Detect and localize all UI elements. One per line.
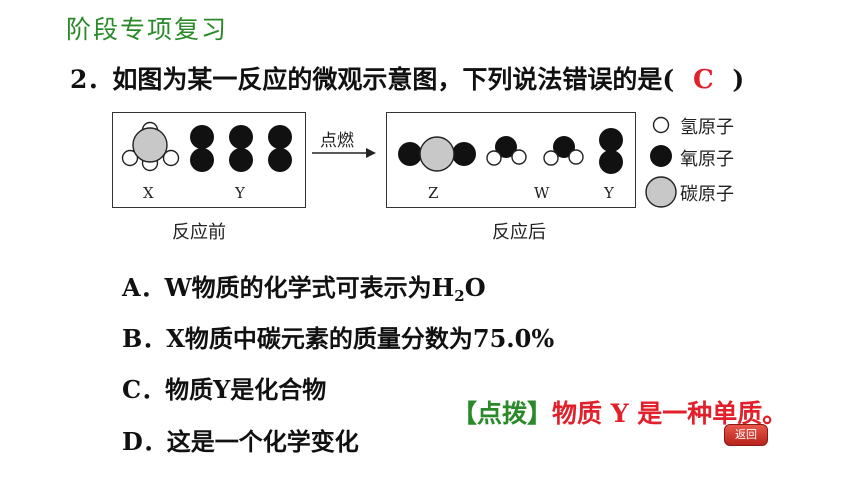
oxygen-atom (495, 136, 517, 158)
label-x: X (143, 184, 154, 202)
option-a-text: A．W物质的化学式可表示为H (122, 273, 455, 302)
hydrogen-atom (121, 149, 139, 167)
molecule-y-before-1 (190, 125, 214, 172)
legend-carbon-label: 碳原子 (680, 184, 734, 205)
arrow-label: 点燃 (320, 131, 354, 151)
option-a-subscript: 2 (454, 287, 465, 305)
hydrogen-atom (511, 149, 527, 165)
option-a-suffix: O (464, 273, 486, 302)
label-y-before: Y (235, 184, 245, 202)
legend-hydrogen-icon (652, 116, 670, 134)
option-c: C．物质Y是化合物 (122, 375, 327, 404)
hydrogen-atom (543, 150, 559, 166)
hint: 【点拨】物质 Y 是一种单质。 (452, 394, 787, 430)
label-z: Z (428, 184, 439, 202)
legend-hydrogen-label: 氢原子 (680, 117, 734, 138)
molecule-w-2 (543, 136, 584, 166)
oxygen-atom (190, 125, 214, 149)
answer-letter: C (692, 65, 714, 95)
caption-before: 反应前 (172, 222, 226, 243)
legend-oxygen-label: 氧原子 (680, 149, 734, 170)
legend-oxygen-icon (650, 145, 672, 167)
caption-after: 反应后 (492, 222, 546, 243)
oxygen-atom (229, 148, 253, 172)
molecule-y-before-2 (229, 125, 253, 172)
option-d: D．这是一个化学变化 (122, 427, 359, 456)
legend-carbon-icon (645, 176, 677, 208)
oxygen-atom (553, 136, 575, 158)
oxygen-atom (190, 148, 214, 172)
oxygen-atom (599, 128, 623, 152)
oxygen-atom (398, 142, 422, 166)
molecule-y-after (599, 128, 623, 174)
hint-bracket-close: 】 (527, 399, 553, 428)
hydrogen-atom (486, 150, 502, 166)
molecule-z (398, 136, 476, 172)
hydrogen-atom (162, 149, 180, 167)
hydrogen-atom (568, 149, 584, 165)
molecule-x (121, 121, 180, 172)
oxygen-atom (599, 150, 623, 174)
section-title: 阶段专项复习 (66, 15, 229, 44)
option-a: A．W物质的化学式可表示为H2O (122, 268, 486, 305)
hint-text: 物质 Y 是一种单质。 (552, 399, 788, 428)
molecule-w-1 (486, 136, 527, 166)
hint-bracket-open: 【 (452, 399, 478, 428)
question-close: ) (732, 65, 745, 94)
question-text: 2．如图为某一反应的微观示意图，下列说法错误的是( C ) (70, 60, 744, 96)
question-number: 2． (70, 65, 113, 94)
molecule-y-before-3 (268, 125, 292, 172)
carbon-atom (419, 136, 455, 172)
carbon-atom (132, 127, 168, 163)
label-w: W (534, 184, 550, 202)
oxygen-atom (229, 125, 253, 149)
oxygen-atom (452, 142, 476, 166)
oxygen-atom (268, 125, 292, 149)
question-body: 如图为某一反应的微观示意图，下列说法错误的是( (112, 65, 675, 94)
option-b: B．X物质中碳元素的质量分数为75.0% (122, 324, 555, 353)
back-button[interactable]: 返回 (724, 424, 768, 446)
hint-tag: 点拨 (477, 399, 528, 428)
arrow-head (366, 148, 376, 158)
label-y-after: Y (604, 184, 614, 202)
oxygen-atom (268, 148, 292, 172)
